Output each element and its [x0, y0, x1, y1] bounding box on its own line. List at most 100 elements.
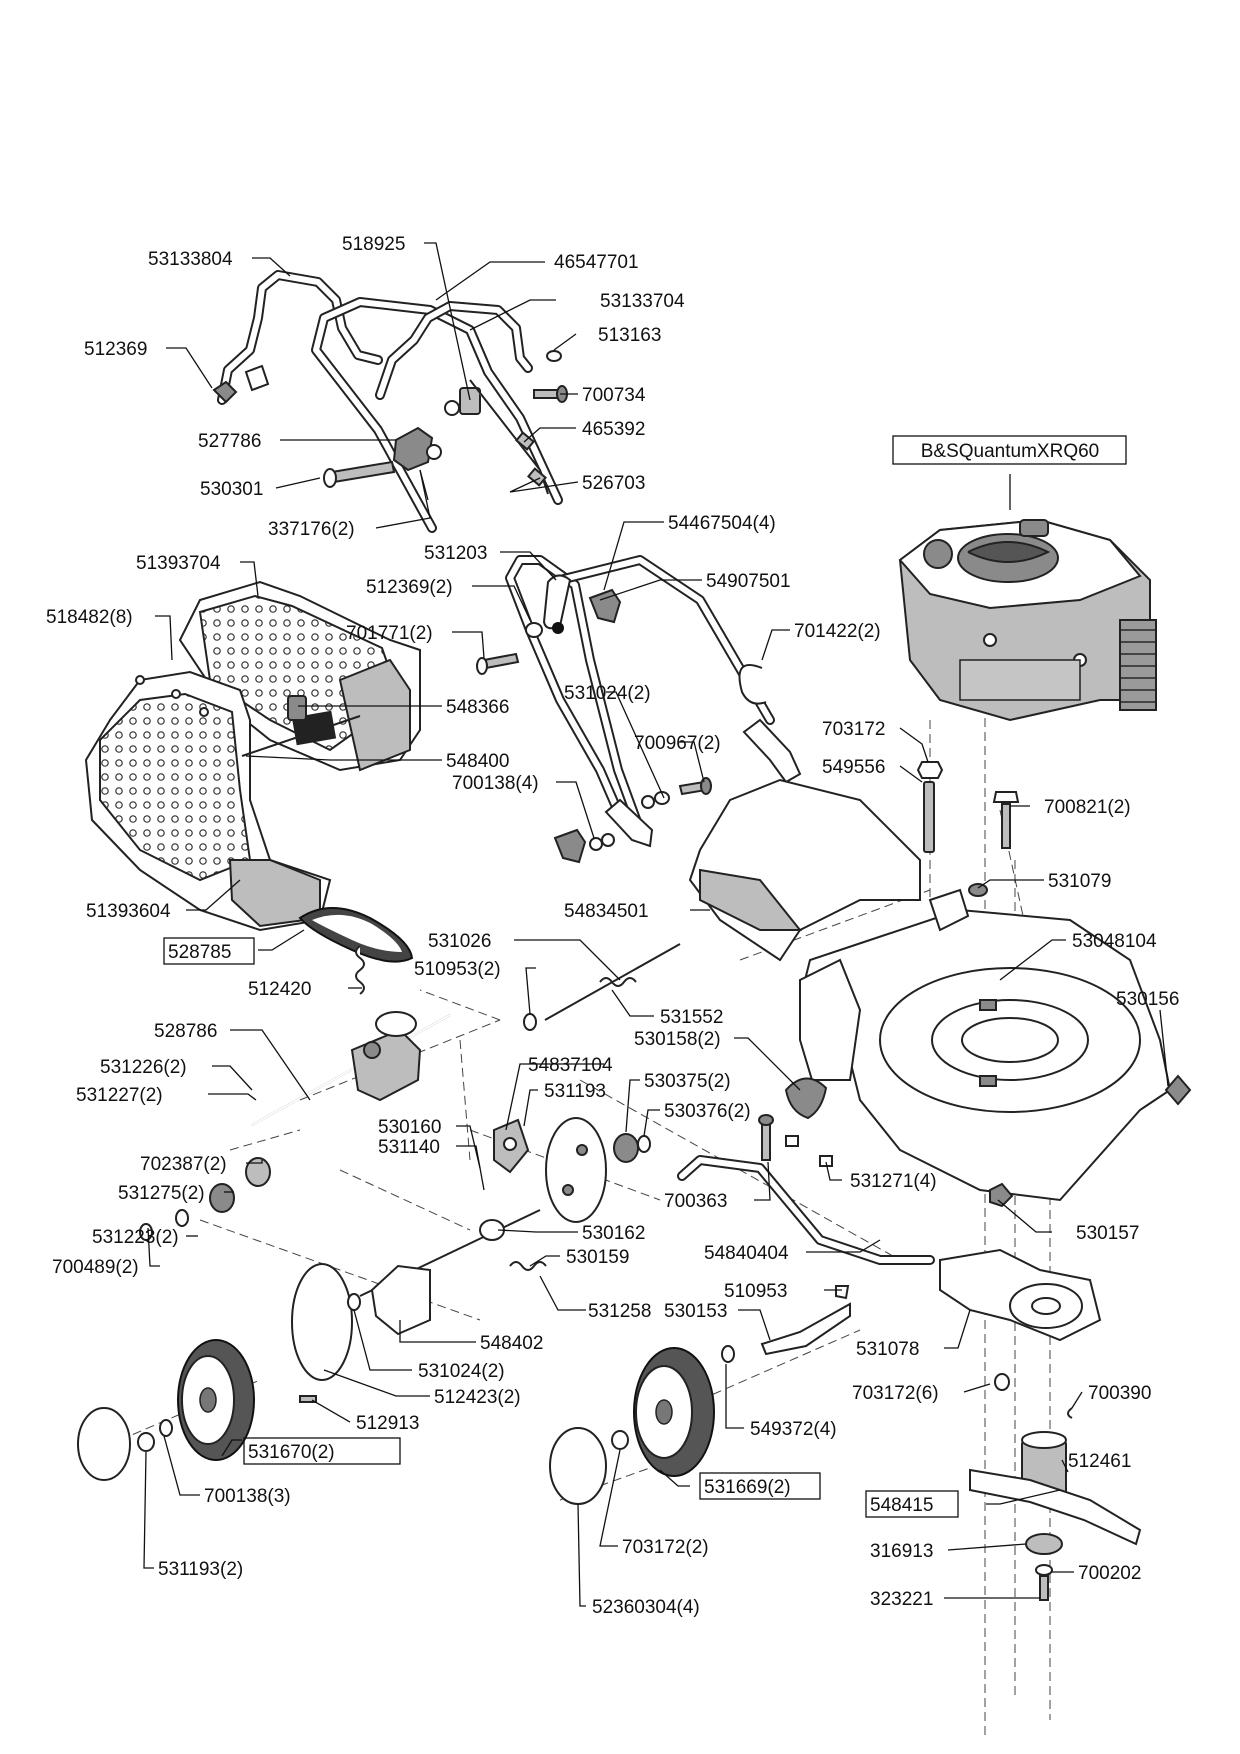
- switch-527786: [392, 426, 442, 501]
- assembly-guide-lines: [119, 690, 1181, 1740]
- label-531024-2b: 531024(2): [418, 1361, 505, 1382]
- label-527786: 527786: [198, 431, 261, 452]
- bag-clip-548366: [287, 695, 307, 721]
- label-531078: 531078: [856, 1339, 919, 1360]
- spring-512420: [355, 945, 365, 995]
- label-703172-2: 703172(2): [622, 1537, 709, 1558]
- label-703172-6: 703172(6): [852, 1383, 939, 1404]
- quick-release-knob-54467504: [553, 588, 622, 864]
- label-531079: 531079: [1048, 871, 1111, 892]
- circlip-701422: [738, 664, 767, 705]
- grommet-530156: [1164, 1074, 1192, 1106]
- pinion-530375: [613, 1133, 651, 1163]
- hub-530158: [784, 1077, 828, 1120]
- wheel-cap-rear: [77, 1407, 131, 1481]
- clip-530157: [989, 1182, 1014, 1208]
- gearbox-528786: [251, 1011, 451, 1126]
- label-46547701: 46547701: [554, 252, 639, 273]
- label-530162: 530162: [582, 1223, 645, 1244]
- label-703172: 703172: [822, 719, 885, 740]
- label-700734: 700734: [582, 385, 646, 406]
- label-512423-2: 512423(2): [434, 1387, 521, 1408]
- grass-bag-frame-51393704: [178, 580, 421, 772]
- label-531226-2: 531226(2): [100, 1057, 187, 1078]
- upper-handle-main-46547701: [311, 297, 563, 533]
- axle-530153: [760, 1302, 851, 1356]
- label-700363: 700363: [664, 1191, 727, 1212]
- label-702387-2: 702387(2): [140, 1154, 227, 1175]
- pinion-531275: [209, 1183, 235, 1213]
- washer-700202: [1035, 1564, 1053, 1576]
- deck-53048104: [798, 888, 1172, 1202]
- label-700821-2: 700821(2): [1044, 797, 1131, 818]
- stud-549556: [916, 761, 944, 853]
- label-518482-8: 518482(8): [46, 607, 133, 628]
- engine-label: B&SQuantumXRQ60: [921, 441, 1099, 462]
- label-700138-3: 700138(3): [204, 1486, 291, 1507]
- label-530375-2: 530375(2): [644, 1071, 731, 1092]
- washers-531024: [641, 791, 670, 809]
- rear-wheel-531670: [177, 1339, 255, 1461]
- label-512369-2: 512369(2): [366, 577, 453, 598]
- wheel-disc-512423: [291, 1263, 353, 1381]
- label-530156: 530156: [1116, 989, 1179, 1010]
- label-510953-2: 510953(2): [414, 959, 501, 980]
- label-531227-2: 531227(2): [76, 1085, 163, 1106]
- label-531203: 531203: [424, 543, 487, 564]
- label-465392: 465392: [582, 419, 645, 440]
- front-wheel-531669: [633, 1347, 715, 1477]
- label-548402: 548402: [480, 1333, 543, 1354]
- bolt-323221: [1039, 1575, 1049, 1601]
- label-531193-2: 531193(2): [158, 1559, 243, 1580]
- label-51393704: 51393704: [136, 553, 221, 574]
- label-531223-2: 531223(2): [92, 1227, 179, 1248]
- label-518925: 518925: [342, 234, 405, 255]
- label-513163: 513163: [598, 325, 661, 346]
- label-531271-4: 531271(4): [850, 1171, 937, 1192]
- label-531258: 531258: [588, 1301, 651, 1322]
- label-530153: 530153: [664, 1301, 727, 1322]
- label-530159: 530159: [566, 1247, 629, 1268]
- washer-513163: [546, 350, 562, 362]
- kit-box-531669: [699, 1472, 821, 1500]
- label-531670-2: 531670(2): [248, 1442, 335, 1463]
- bag-rod-548400: [241, 715, 361, 757]
- label-530158-2: 530158(2): [634, 1029, 721, 1050]
- upper-handle-left-53133804: [217, 270, 383, 405]
- rear-flap-54834501: [688, 778, 921, 962]
- label-54907501: 54907501: [706, 571, 791, 592]
- discharge-deflector-531078: [939, 1248, 1102, 1342]
- label-548400: 548400: [446, 751, 509, 772]
- bail-lever-465392: [469, 379, 549, 495]
- label-54834501: 54834501: [564, 901, 649, 922]
- label-531024-2a: 531024(2): [564, 683, 651, 704]
- label-530160: 530160: [378, 1117, 441, 1138]
- label-337176-2: 337176(2): [268, 519, 355, 540]
- label-528786: 528786: [154, 1021, 217, 1042]
- label-54840404: 54840404: [704, 1243, 789, 1264]
- rivets-518482: [135, 675, 209, 717]
- label-530376-2: 530376(2): [664, 1101, 751, 1122]
- engine-b-and-s-quantum: [898, 518, 1157, 722]
- label-54837104: 54837104: [528, 1055, 613, 1076]
- washer-512369-2: [525, 622, 543, 638]
- label-53048104: 53048104: [1072, 931, 1157, 952]
- clip-700390: [1067, 1407, 1073, 1419]
- part-labels: B&SQuantumXRQ60 53133804 518925 46547701…: [46, 234, 1179, 1618]
- label-510953: 510953: [724, 1281, 787, 1302]
- front-axle-54840404: [677, 1155, 935, 1265]
- grass-bag-cover-51393604: [84, 670, 332, 932]
- label-531140: 531140: [378, 1137, 440, 1158]
- blade-548415: [969, 1468, 1142, 1546]
- label-526703: 526703: [582, 473, 645, 494]
- label-316913: 316913: [870, 1541, 933, 1562]
- clip-531203: [542, 574, 572, 634]
- nut-703172-6: [994, 1373, 1010, 1391]
- washer-531079: [968, 883, 988, 897]
- bracket-54837104: [493, 1118, 530, 1174]
- washer-531223: [175, 1209, 189, 1227]
- nuts-700138: [589, 833, 615, 851]
- label-53133804: 53133804: [148, 249, 233, 270]
- label-701422-2: 701422(2): [794, 621, 881, 642]
